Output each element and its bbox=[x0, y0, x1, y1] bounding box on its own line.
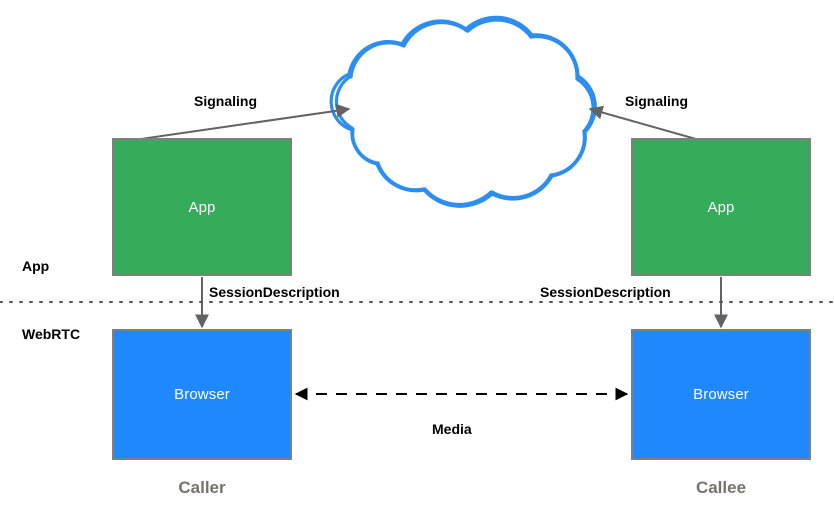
node-label: Browser bbox=[174, 386, 230, 403]
edge-label-signaling-right: Signaling bbox=[625, 93, 688, 109]
edge-label-media: Media bbox=[432, 421, 472, 437]
node-app-callee[interactable]: App bbox=[631, 138, 811, 276]
node-label: App bbox=[707, 198, 735, 216]
node-browser-caller[interactable]: Browser bbox=[112, 329, 292, 460]
role-label-callee: Callee bbox=[695, 478, 747, 497]
node-label: App bbox=[188, 198, 216, 216]
node-label: Browser bbox=[693, 386, 749, 403]
cloud-icon bbox=[329, 15, 597, 208]
role-label-caller: Caller bbox=[178, 478, 226, 497]
edge-label-session-description-left: SessionDescription bbox=[209, 284, 340, 300]
layer-label-webrtc: WebRTC bbox=[22, 326, 81, 342]
edge-label-signaling-left: Signaling bbox=[194, 93, 257, 109]
edge-label-session-description-right: SessionDescription bbox=[540, 284, 671, 300]
node-app-caller[interactable]: App bbox=[112, 138, 292, 276]
node-browser-callee[interactable]: Browser bbox=[631, 329, 811, 460]
layer-label-app: App bbox=[22, 258, 50, 274]
